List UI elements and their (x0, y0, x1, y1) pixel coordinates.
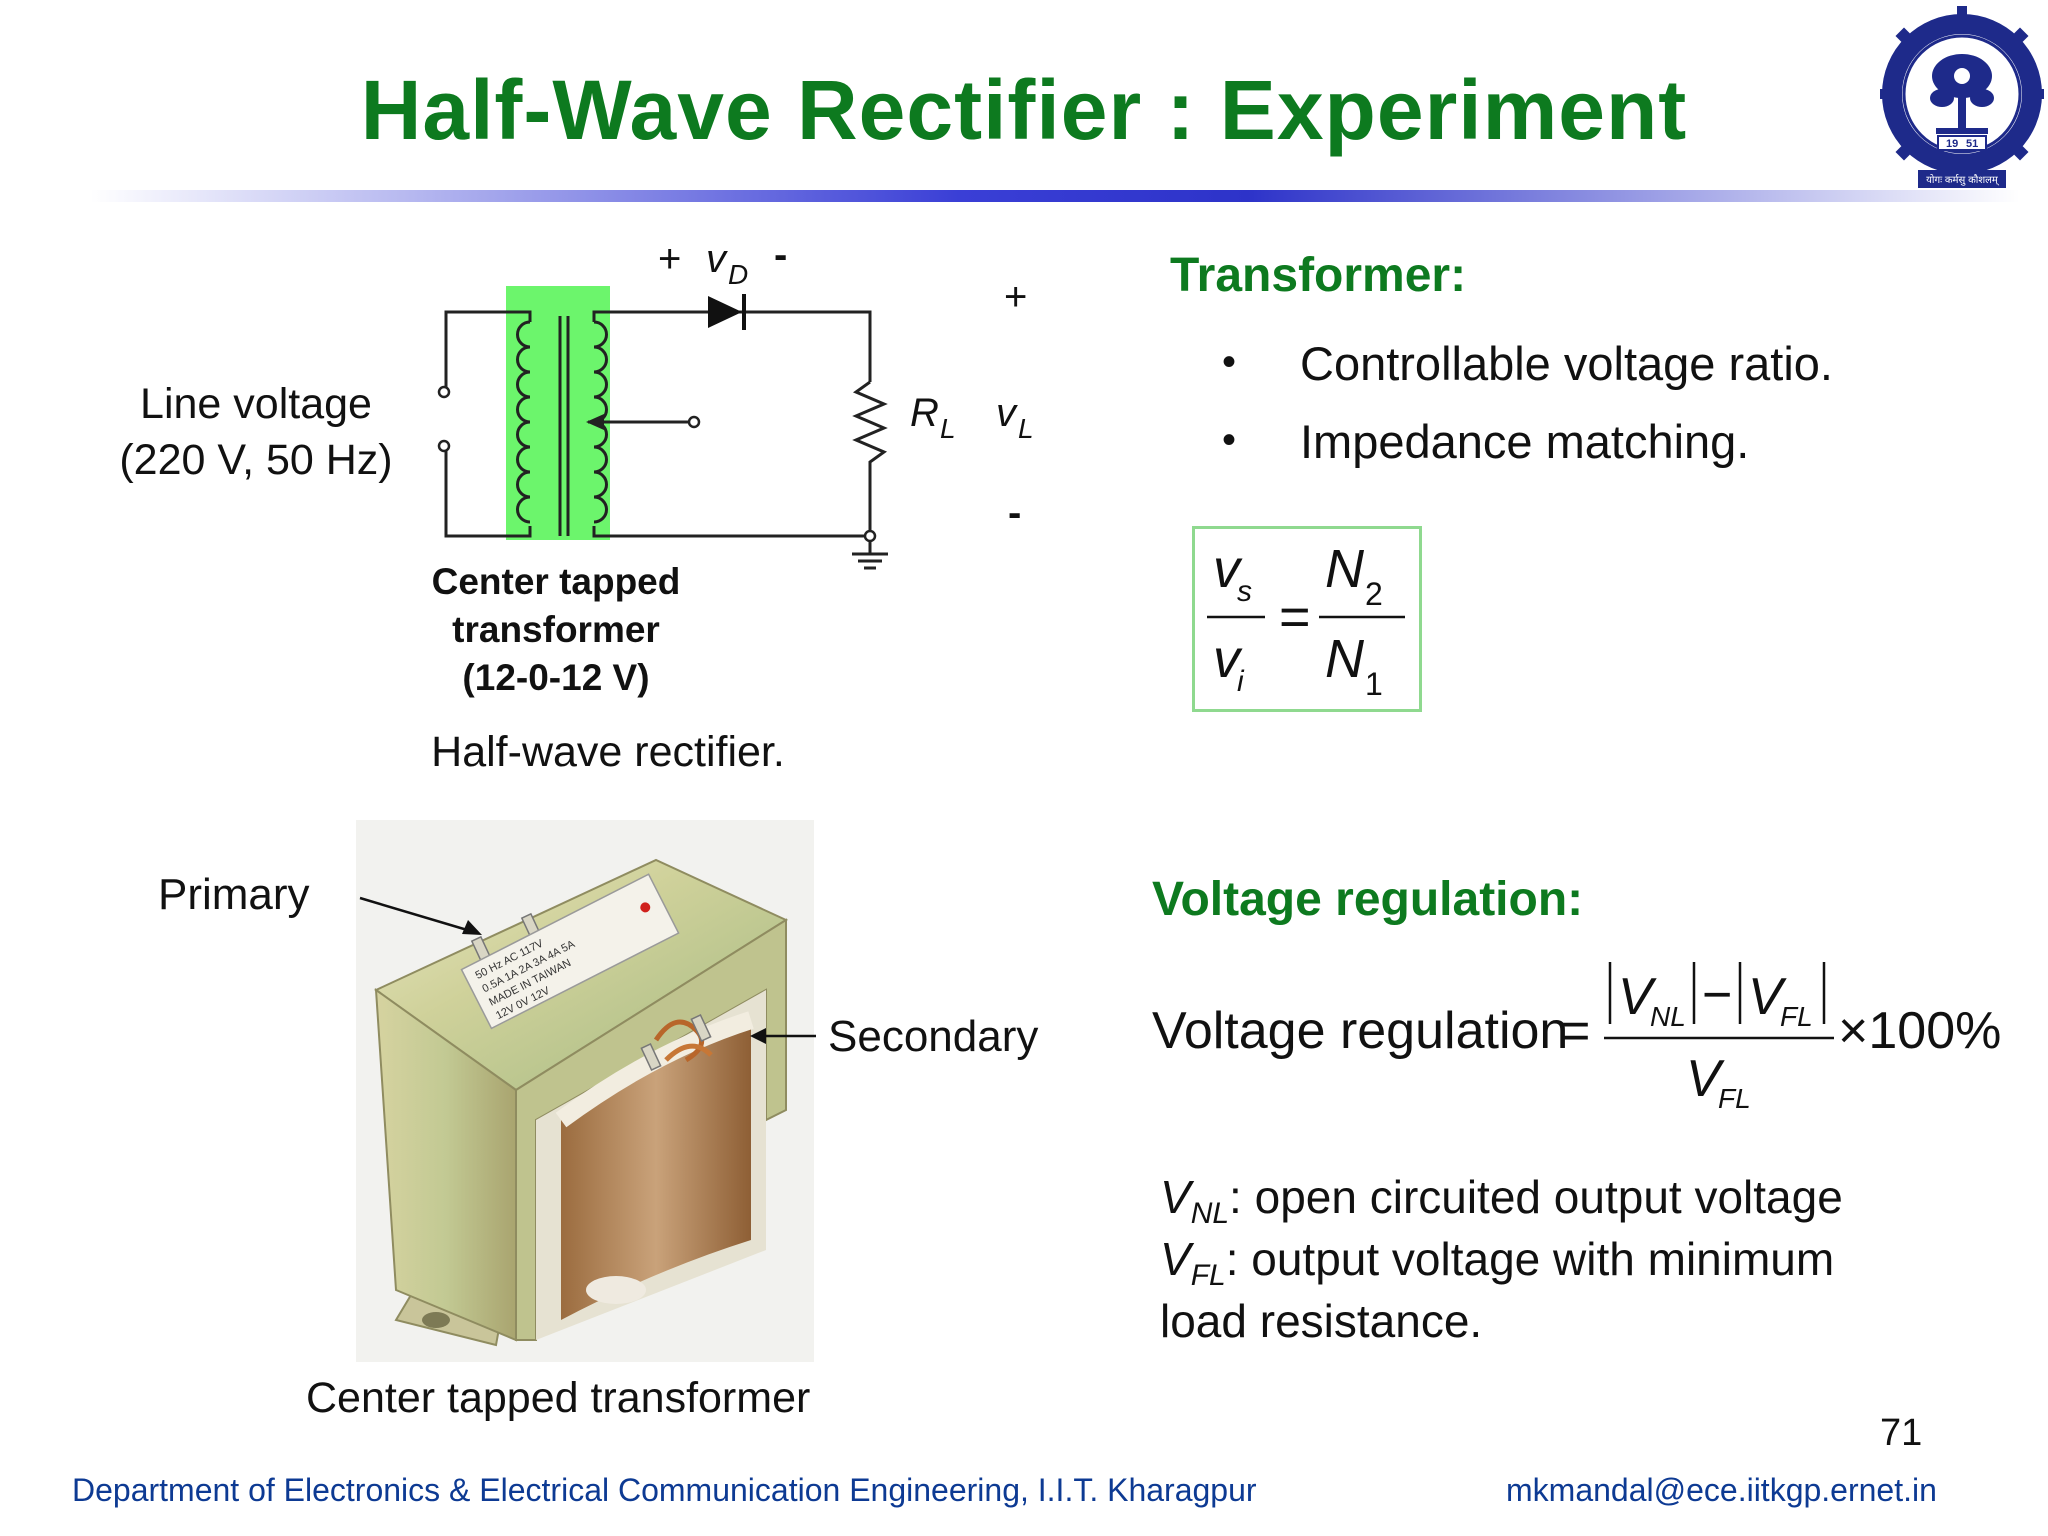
formula-v-fl: V (1748, 968, 1787, 1026)
formula-minus: − (1702, 966, 1732, 1024)
definition-vfl-continued: load resistance. (1160, 1295, 1483, 1347)
logo-tree-emblem (1930, 54, 1994, 134)
vl-plus: + (1004, 275, 1027, 319)
vd-symbol: v (706, 237, 728, 281)
half-wave-rectifier-schematic: Line voltage (220 V, 50 Hz) + v D - + - … (119, 233, 1034, 776)
def-vnl-sub: NL (1190, 1197, 1230, 1231)
line-voltage-spec: (220 V, 50 Hz) (119, 436, 392, 484)
formula-nl-sub: NL (1650, 1001, 1686, 1032)
logo-motto: योगः कर्मसु कौशलम् (1926, 174, 2000, 186)
formula-fl-sub: FL (1780, 1001, 1813, 1032)
primary-terminal-top (437, 385, 451, 399)
turns-ratio-equation: v s v i N 2 N 1 = (1207, 539, 1405, 702)
formula-denominator-v: V (1686, 1050, 1725, 1108)
vd-plus: + (658, 237, 681, 281)
eq-n1-sub: 1 (1365, 666, 1383, 702)
def-vfl-text: : output voltage with minimum (1225, 1233, 1835, 1285)
turns-ratio-equation-box: v s v i N 2 N 1 = (1192, 526, 1422, 712)
formula-label: Voltage regulation (1152, 1002, 1568, 1060)
formula-times-100: ×100% (1838, 1002, 2001, 1060)
definition-vnl: VNL: open circuited output voltage (1160, 1166, 1843, 1245)
eq-vs: v (1213, 539, 1243, 599)
transformer-photo-illustration: 50 Hz AC 117V 0.5A 1A 2A 3A 4A 5A MADE I… (374, 858, 789, 1347)
secondary-label: Secondary (828, 1012, 1039, 1061)
primary-label: Primary (158, 870, 310, 919)
formula-equals: = (1560, 1002, 1590, 1060)
center-tap-terminal (687, 415, 701, 429)
slide-title: Half-Wave Rectifier : Experiment (360, 63, 1688, 157)
diode-symbol (706, 294, 746, 330)
voltage-regulation-heading: Voltage regulation: (1152, 873, 1584, 926)
formula-denominator-sub: FL (1718, 1083, 1751, 1114)
transformer-label-2: transformer (452, 609, 660, 650)
rl-symbol: R (910, 391, 939, 435)
photo-pointer-arrows (359, 896, 816, 1044)
footer-department: Department of Electronics & Electrical C… (72, 1472, 1257, 1508)
bullet-item-impedance: Impedance matching. (1222, 414, 1833, 492)
formula-v-nl: V (1618, 968, 1657, 1026)
ground-node (863, 529, 877, 543)
voltage-regulation-formula: Voltage regulation = V NL − V FL V FL ×1… (1152, 962, 2001, 1114)
vl-subscript: L (1018, 413, 1034, 444)
eq-n2-sub: 2 (1365, 576, 1383, 612)
def-vfl-symbol: V (1160, 1233, 1191, 1285)
page-number: 71 (1880, 1412, 1923, 1454)
def-vfl-sub: FL (1190, 1259, 1226, 1293)
eq-vs-sub: s (1237, 575, 1252, 608)
transformer-heading: Transformer: (1170, 249, 1467, 302)
eq-vi: v (1213, 629, 1243, 689)
rl-subscript: L (940, 413, 956, 444)
eq-n1: N (1325, 629, 1365, 689)
bullet-item-voltage-ratio: Controllable voltage ratio. (1222, 336, 1833, 414)
transformer-bullet-list: Controllable voltage ratio. Impedance ma… (1222, 336, 1833, 492)
def-vnl-text: : open circuited output voltage (1229, 1171, 1843, 1223)
transformer-photo: 50 Hz AC 117V 0.5A 1A 2A 3A 4A 5A MADE I… (356, 820, 814, 1362)
footer-email: mkmandal@ece.iitkgp.ernet.in (1506, 1472, 1937, 1508)
title-underline (90, 190, 2020, 202)
iit-kharagpur-logo: 19 51 योगः कर्मसु कौशलम् (1880, 6, 2044, 188)
vd-minus: - (774, 233, 787, 277)
primary-arrow (359, 896, 475, 934)
logo-year-left: 19 (1946, 138, 1958, 150)
vl-minus: - (1008, 491, 1021, 535)
transformer-label-3: (12-0-12 V) (462, 657, 649, 698)
circuit-caption: Half-wave rectifier. (431, 728, 785, 776)
primary-terminal-bottom (437, 439, 451, 453)
definition-vfl: VFL: output voltage with minimum (1160, 1228, 1834, 1307)
vl-symbol: v (996, 391, 1018, 435)
def-vnl-symbol: V (1160, 1171, 1191, 1223)
photo-caption: Center tapped transformer (306, 1374, 811, 1422)
eq-vi-sub: i (1237, 665, 1245, 698)
transformer-label-1: Center tapped (432, 561, 681, 602)
eq-equals: = (1279, 587, 1311, 647)
vd-subscript: D (728, 259, 748, 290)
eq-n2: N (1325, 539, 1365, 599)
line-voltage-label: Line voltage (140, 380, 372, 428)
transformer-nameplate: 50 Hz AC 117V 0.5A 1A 2A 3A 4A 5A MADE I… (460, 873, 680, 1030)
logo-year-right: 51 (1966, 138, 1978, 150)
